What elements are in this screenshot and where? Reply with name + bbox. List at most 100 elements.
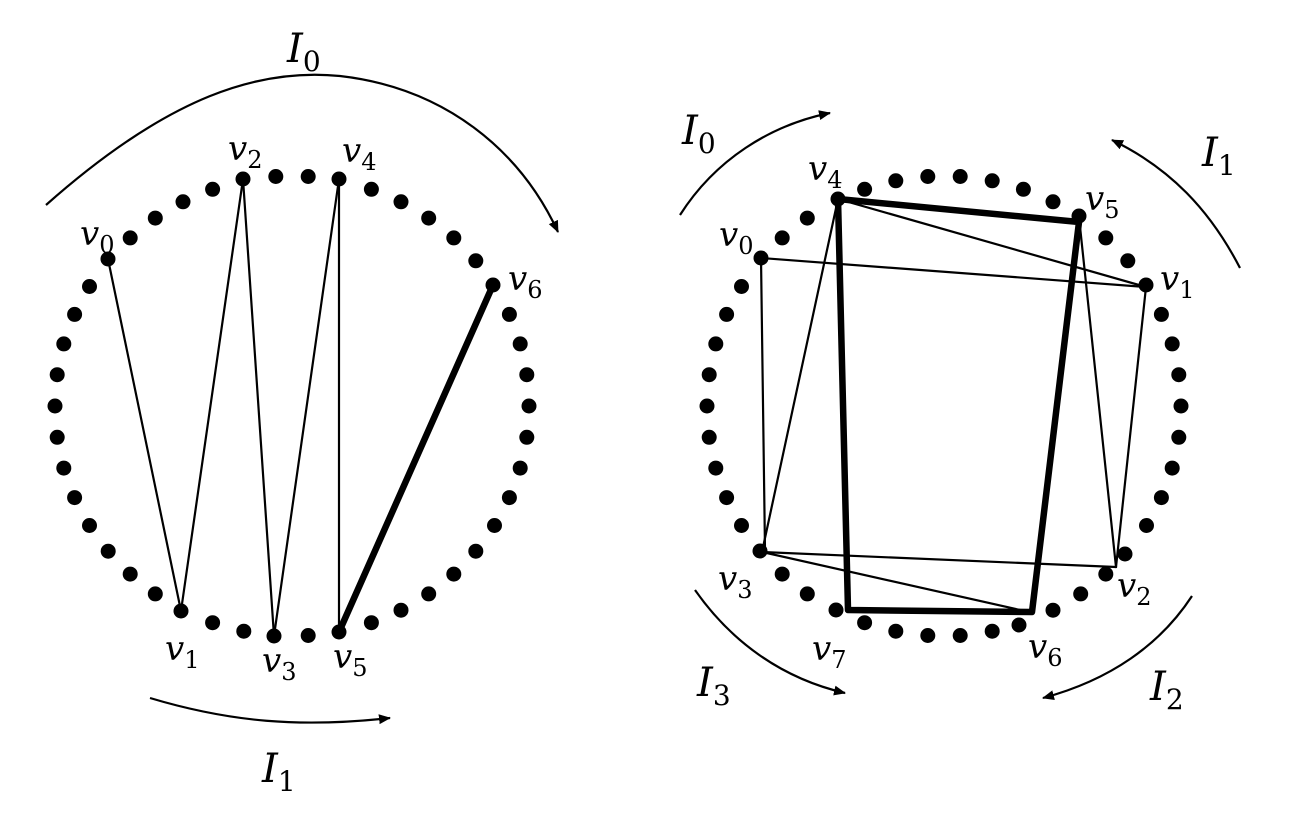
left-ring-dot (363, 181, 379, 197)
right-interval-arrow-i0 (679, 110, 831, 216)
left-ring-dot (446, 566, 462, 582)
left-label-v5: v5 (333, 637, 368, 682)
left-ring-dot (56, 336, 72, 352)
left-ring-dot (363, 615, 379, 631)
left-ring-dot (205, 181, 221, 197)
right-edge-v4-v1 (836, 197, 1148, 289)
left-ring-dot (175, 194, 191, 210)
left-ring-dot (519, 367, 535, 383)
right-ring-dot (1045, 194, 1061, 210)
left-ring-dot (47, 398, 63, 414)
left-vertex-v2 (235, 171, 251, 187)
right-ring-dot (699, 398, 715, 414)
right-ring-dot (1073, 586, 1089, 602)
left-ring-dot (56, 460, 72, 476)
left-label-i0: I0 (286, 26, 321, 78)
left-ring-dot (300, 628, 316, 643)
right-vertex-v0 (753, 250, 769, 266)
right-ring-dot (708, 460, 724, 476)
left-ring-dot (421, 586, 437, 602)
left-edge-v3-v4 (272, 177, 341, 638)
right-ring-dot (734, 279, 749, 294)
right-ring-dot (857, 615, 873, 631)
right-ring-dot (984, 173, 1000, 189)
right-ring-dot (984, 623, 1000, 639)
right-interval-arrow-i2 (1042, 595, 1193, 700)
left-interval-arrow-i0 (45, 73, 559, 233)
right-ring-dot (1045, 602, 1061, 618)
right-vertex-v7 (828, 602, 844, 618)
right-ring-dot (799, 210, 815, 226)
right-label-i1: I1 (1201, 130, 1236, 182)
left-label-v2: v2 (228, 129, 263, 174)
right-ring-dot (920, 628, 936, 643)
left-ring-dot (512, 460, 528, 476)
right-label-v1: v1 (1160, 259, 1195, 304)
right-ring-dot (1098, 566, 1114, 582)
left-ring-dot (446, 230, 462, 246)
right-ring-dot (888, 623, 904, 639)
right-label-i3: I3 (696, 660, 731, 712)
right-ring-dot (774, 230, 790, 246)
left-ring-dot (521, 398, 537, 414)
left-ring-dot (421, 210, 437, 226)
left-ring-dot (501, 490, 517, 506)
left-ring-dot (468, 543, 484, 559)
right-ring-dot (708, 336, 724, 352)
right-ring-dot (857, 181, 873, 197)
right-interval-arrow-i1 (1111, 139, 1241, 269)
right-label-i2: I2 (1149, 664, 1184, 716)
right-label-v4: v4 (808, 149, 843, 194)
right-label-v2: v2 (1117, 566, 1152, 611)
right-ring-dot (920, 169, 936, 184)
left-ring-dot (82, 518, 97, 533)
right-ring-dot (1171, 429, 1187, 445)
right-vertex-v1 (1138, 277, 1154, 293)
left-ring-dot (82, 279, 97, 294)
right-edge-v1-v2 (1114, 285, 1148, 569)
left-label-v3: v3 (262, 641, 297, 686)
right-ring-dot (888, 173, 904, 189)
left-ring-dot (100, 543, 116, 559)
right-vertex-v6 (1011, 617, 1027, 633)
left-ring-dot (393, 194, 409, 210)
right-ring-dot (1164, 336, 1180, 352)
left-vertex-v6 (485, 277, 501, 293)
left-ring-dot (300, 169, 316, 184)
right-edge-v0-v1 (759, 256, 1148, 289)
right-label-v3: v3 (718, 559, 753, 604)
right-vertex-v2 (1117, 546, 1133, 562)
left-ring-dot (49, 367, 65, 383)
right-vertex-v4 (830, 191, 846, 207)
left-ring-dot (519, 429, 535, 445)
right-ring-dot (719, 490, 735, 506)
right-ring-dot (1120, 253, 1136, 269)
right-label-i0: I0 (681, 108, 716, 160)
left-vertex-v1 (173, 603, 189, 619)
left-ring-dot (512, 336, 528, 352)
right-ring-dot (952, 628, 968, 643)
right-ring-dot (952, 169, 968, 184)
right-label-v6: v6 (1028, 627, 1063, 672)
right-label-v7: v7 (812, 629, 847, 674)
right-ring-dot (1098, 230, 1114, 246)
right-label-v5: v5 (1085, 179, 1120, 224)
left-ring-dot (67, 490, 83, 506)
left-ring-dot (49, 429, 65, 445)
right-ring-dot (701, 367, 717, 383)
right-ring-dot (1173, 398, 1189, 414)
right-graph: v0 v1 v2 v3 v4 v5 v6 v7 I0 I1 I2 I3 (679, 108, 1241, 716)
left-vertex-v0 (100, 251, 116, 267)
left-ring-dot (501, 306, 517, 322)
left-edge-v2-v3 (241, 177, 276, 638)
right-vertex-v5 (1071, 208, 1087, 224)
left-edge-v0-v1 (106, 257, 183, 613)
left-vertex-v5 (331, 624, 347, 640)
left-ring-dot (487, 518, 502, 533)
left-edge-v5-v6 (335, 281, 497, 636)
right-edge-v2-v3 (760, 550, 1118, 569)
left-label-v6: v6 (508, 259, 543, 304)
left-ring-dot (236, 623, 252, 639)
right-interval-arrow-i3 (694, 589, 846, 696)
